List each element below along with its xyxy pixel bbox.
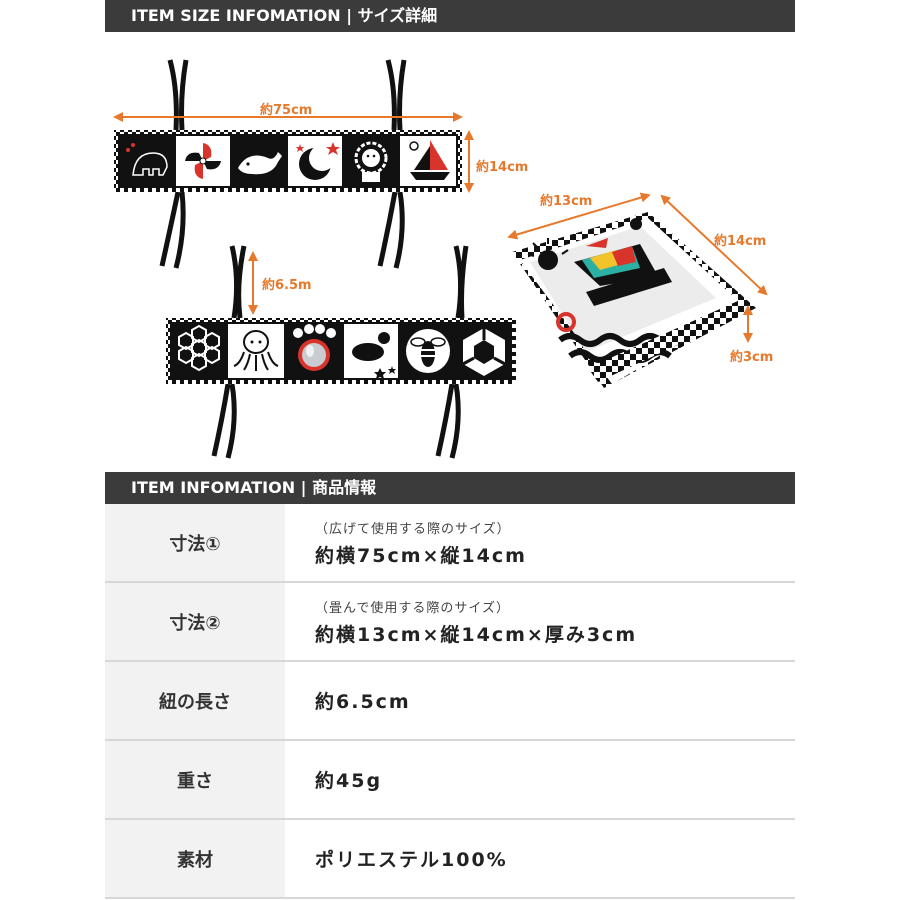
folded-depth-label: 約3cm: [730, 350, 774, 365]
table-row: 寸法② （畳んで使用する際のサイズ） 約横13cm×縦14cm×厚み3cm: [105, 582, 795, 662]
long-strip-figure: [113, 59, 474, 269]
height-long-label: 約14cm: [476, 160, 529, 175]
row-note: （畳んで使用する際のサイズ）: [315, 600, 510, 616]
row-value: 約横75cm×縦14cm: [315, 544, 527, 567]
row-key: 寸法①: [105, 504, 285, 583]
table-row: 紐の長さ 約6.5cm: [105, 661, 795, 741]
row-key: 重さ: [105, 740, 285, 820]
table-row: 素材 ポリエステル100%: [105, 819, 795, 899]
short-strip-figure: [166, 245, 516, 459]
row-value: 約45g: [315, 770, 383, 792]
row-value: ポリエステル100%: [315, 849, 508, 871]
folded-book-figure: [507, 192, 768, 388]
row-note: （広げて使用する際のサイズ）: [315, 521, 511, 537]
table-row: 寸法① （広げて使用する際のサイズ） 約横75cm×縦14cm: [105, 504, 795, 583]
string-length-label: 約6.5m: [262, 278, 312, 293]
width-long-label: 約75cm: [260, 103, 313, 118]
row-key: 素材: [105, 819, 285, 899]
row-key: 寸法②: [105, 582, 285, 662]
product-figures: 約75cm 約14cm 約6.5m 約13cm 約14cm 約3cm: [0, 32, 900, 472]
row-value-cell: （畳んで使用する際のサイズ） 約横13cm×縦14cm×厚み3cm: [285, 582, 795, 662]
row-value-cell: ポリエステル100%: [285, 819, 795, 899]
row-value-cell: 約45g: [285, 740, 795, 820]
size-info-header: ITEM SIZE INFOMATION | サイズ詳細: [105, 0, 795, 32]
item-info-header: ITEM INFOMATION | 商品情報: [105, 472, 795, 504]
folded-width-label: 約13cm: [540, 194, 593, 209]
row-value: 約横13cm×縦14cm×厚み3cm: [315, 623, 638, 646]
row-key: 紐の長さ: [105, 661, 285, 741]
table-row: 重さ 約45g: [105, 740, 795, 820]
row-value: 約6.5cm: [315, 691, 411, 713]
item-info-table: 寸法① （広げて使用する際のサイズ） 約横75cm×縦14cm 寸法② （畳んで…: [105, 504, 795, 899]
folded-height-label: 約14cm: [714, 234, 767, 249]
elephant-icon: [120, 136, 174, 186]
row-value-cell: 約6.5cm: [285, 661, 795, 741]
ribbon-ties: [159, 59, 407, 269]
row-value-cell: （広げて使用する際のサイズ） 約横75cm×縦14cm: [285, 504, 795, 583]
